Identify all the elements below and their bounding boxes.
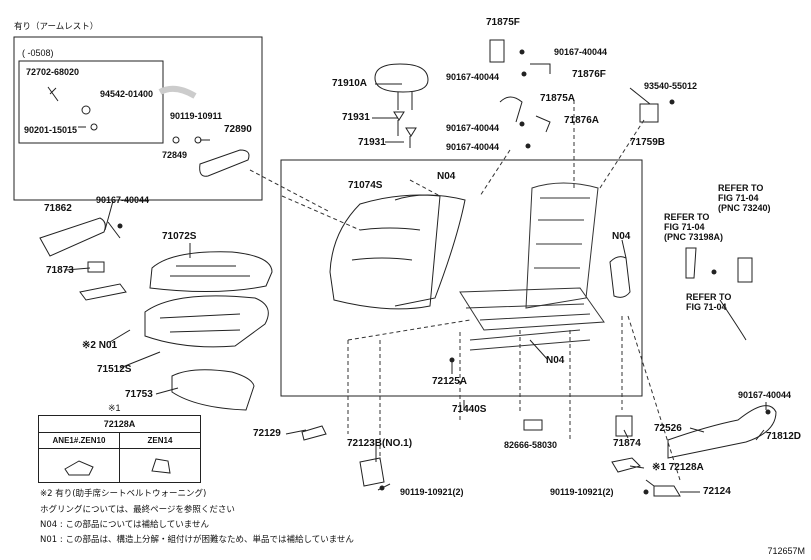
belt-buckle xyxy=(719,257,753,341)
armrest-box xyxy=(13,36,263,201)
callout-90119-a: 90119-10911 xyxy=(170,111,223,121)
refer-to-73240: REFER TO FIG 71-04 (PNC 73240) xyxy=(718,183,771,213)
callout-N04-c: N04 xyxy=(546,355,565,366)
callout-72124: 72124 xyxy=(703,486,731,497)
seat-assembly-box xyxy=(280,159,643,397)
callout-90167-e: 90167-40044 xyxy=(96,195,150,205)
variant-image-1 xyxy=(38,448,120,483)
headrest xyxy=(374,63,429,148)
callout-72123B: 72123B(NO.1) xyxy=(347,438,413,449)
part-N01 xyxy=(79,283,127,301)
callout-72125A: 72125A xyxy=(432,376,468,387)
seat-back-cover xyxy=(329,194,466,310)
clip-71873 xyxy=(87,261,105,273)
callout-72128A: ※1 72128A xyxy=(652,462,704,473)
refer-to-fig: REFER TO FIG 71-04 xyxy=(686,292,732,312)
callout-71440S: 71440S xyxy=(452,404,487,415)
callout-72129: 72129 xyxy=(253,428,281,439)
callout-90167-a: 90167-40044 xyxy=(554,47,608,57)
callout-N04-b: N04 xyxy=(612,231,631,242)
callout-71074S: 71074S xyxy=(348,180,383,191)
note-N04: N04 : この部品については補給していません xyxy=(40,520,210,530)
callout-90201: 90201-15015 xyxy=(24,125,78,135)
note-N01: N01 : この部品は、構造上分解・組付けが困難なため、単品では補給していません xyxy=(40,535,354,545)
callout-71874: 71874 xyxy=(613,438,641,449)
part-82666 xyxy=(523,419,543,431)
callout-N04-a: N04 xyxy=(437,171,456,182)
callout-94542: 94542-01400 xyxy=(100,89,154,99)
armrest-title: 有り（アームレスト） xyxy=(14,22,99,32)
callout-90167-b: 90167-40044 xyxy=(446,72,500,82)
callout-71072S: 71072S xyxy=(162,231,197,242)
callout-90167-d: 90167-40044 xyxy=(446,142,500,152)
belt-anchor xyxy=(685,247,697,279)
callout-71876A: 71876A xyxy=(564,115,600,126)
figure-id: 712657M xyxy=(767,546,805,556)
callout-71931-a: 71931 xyxy=(342,112,370,123)
variant-col-1: ANE1#.ZEN10 xyxy=(38,432,120,449)
callout-71753: 71753 xyxy=(125,389,153,400)
callout-71512S: 71512S xyxy=(97,364,132,375)
callout-72526: 72526 xyxy=(654,423,682,434)
variant-marker: ※1 xyxy=(108,403,121,413)
seat-frame xyxy=(459,182,605,351)
armrest-date-range: ( -0508) xyxy=(22,48,54,58)
variant-image-2 xyxy=(119,448,201,483)
bracket-71862 xyxy=(39,217,106,257)
callout-90167-f: 90167-40044 xyxy=(738,390,792,400)
refer-to-73198A: REFER TO FIG 71-04 (PNC 73198A) xyxy=(664,212,724,242)
callout-72702: 72702-68020 xyxy=(26,67,80,77)
callout-90167-c: 90167-40044 xyxy=(446,123,500,133)
callout-90119-c: 90119-10921(2) xyxy=(550,487,614,497)
callout-72849: 72849 xyxy=(162,150,188,160)
callout-90119-b: 90119-10921(2) xyxy=(400,487,464,497)
cover-71875F xyxy=(489,39,551,74)
cover-72129 xyxy=(301,425,327,441)
note-hog-ring: ホグリングについては、最終ページを参照ください xyxy=(40,505,235,515)
callout-N01: ※2 N01 xyxy=(82,340,118,351)
variant-col-2: ZEN14 xyxy=(119,432,201,449)
seat-cushion-top xyxy=(149,251,273,293)
cover-71875A xyxy=(499,96,523,123)
cover-72128A xyxy=(611,457,641,473)
callout-71862: 71862 xyxy=(44,203,72,214)
callout-71812D: 71812D xyxy=(766,431,802,442)
callout-82666: 82666-58030 xyxy=(504,440,558,450)
callout-71875A: 71875A xyxy=(540,93,576,104)
cushion-tray xyxy=(171,369,255,411)
callout-71759B: 71759B xyxy=(630,137,666,148)
callout-71873: 71873 xyxy=(46,265,74,276)
cover-72123B xyxy=(359,457,385,487)
callout-71910A: 71910A xyxy=(332,78,368,89)
variant-part: 72128A xyxy=(38,415,201,433)
armrest-inner-box xyxy=(18,60,164,144)
variant-table: 72128A ANE1#.ZEN10 ZEN14 xyxy=(38,415,201,483)
armrest-parts xyxy=(47,85,250,177)
callout-72890: 72890 xyxy=(224,124,252,135)
switch-71759B xyxy=(639,103,659,123)
side-airbag xyxy=(609,256,631,298)
callout-93540: 93540-55012 xyxy=(644,81,698,91)
cover-71874 xyxy=(615,415,633,437)
callout-71876F: 71876F xyxy=(572,69,606,80)
note-seatbelt-warning: ※2 有り(助手席シートベルトウォーニング) xyxy=(40,489,207,499)
cover-71876A xyxy=(535,115,551,133)
callout-71875F: 71875F xyxy=(486,17,520,28)
seat-cushion-pad xyxy=(144,295,269,348)
shield-71812D xyxy=(667,405,777,459)
cover-72124 xyxy=(653,485,681,497)
callout-71931-b: 71931 xyxy=(358,137,386,148)
